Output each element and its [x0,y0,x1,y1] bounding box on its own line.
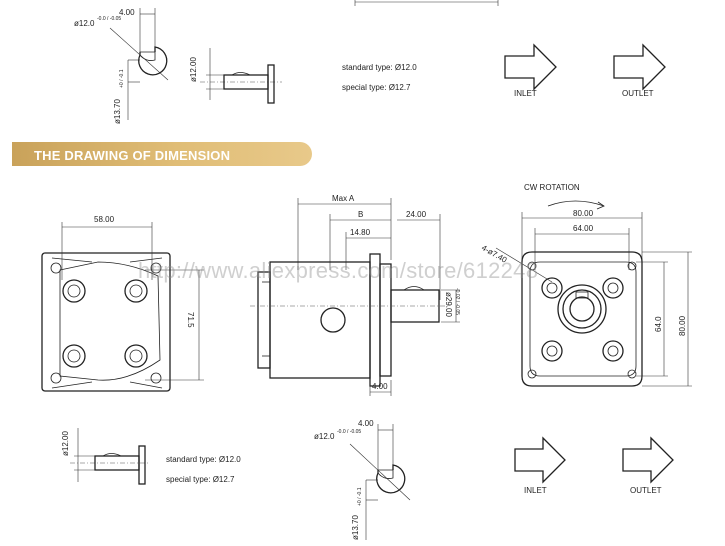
bottom-outlet-arrow [622,436,674,484]
store-watermark: http://www.aliexpress.com/store/612248 [138,258,539,283]
section-banner: THE DRAWING OF DIMENSION [12,142,312,166]
bottom-standard-type-note: standard type: Ø12.0 [166,455,241,464]
rear-inner-width-label: 64.00 [573,224,594,233]
top-key-width-label: 4.00 [119,8,135,17]
bottom-inlet-label: INLET [524,486,547,495]
top-key-diameter-tolerance: -0.0 / -0.05 [97,16,122,22]
bottom-key-height-label: ø13.70 [351,515,360,540]
bottom-shaft-side [70,428,150,485]
side-b-label: B [358,210,364,219]
side-shaft-diameter-tolerance: -0.02 / -0.05 [454,288,460,315]
side-shaft-length-label: 24.00 [406,210,427,219]
top-cutoff-dimension [354,0,499,6]
top-inlet-label: INLET [514,89,537,98]
top-key-diameter-label: ø12.0 [74,19,95,28]
side-max-a-label: Max A [332,194,355,203]
bottom-key-diameter-tolerance: -0.0 / -0.05 [337,429,362,435]
top-shaft-side [200,48,282,104]
bottom-key-detail [349,424,411,540]
rear-rotation-label: CW ROTATION [524,183,580,192]
top-special-type-note: special type: Ø12.7 [342,83,411,92]
side-view [250,198,460,396]
top-inlet-arrow [504,43,557,91]
top-outlet-label: OUTLET [622,89,654,98]
front-height-label: 71.5 [186,312,195,328]
rear-inner-height-label: 64.0 [654,316,663,332]
bottom-inlet-arrow [514,436,566,484]
rear-outer-width-label: 80.00 [573,209,594,218]
rear-view [495,200,692,387]
top-key-height-label: ø13.70 [113,99,122,124]
top-key-detail [109,8,169,120]
section-banner-title: THE DRAWING OF DIMENSION [34,148,231,163]
top-standard-type-note: standard type: Ø12.0 [342,63,417,72]
bottom-key-diameter-label: ø12.0 [314,432,335,441]
rear-outer-height-label: 80.00 [678,315,687,336]
front-width-label: 58.00 [94,215,115,224]
top-shaft-diameter-label: ø12.00 [189,57,198,82]
bottom-key-width-label: 4.00 [358,419,374,428]
bottom-key-height-tolerance: +0 / -0.1 [357,487,363,506]
bottom-shaft-diameter-label: ø12.00 [61,431,70,456]
top-outlet-arrow [613,43,666,91]
bottom-outlet-label: OUTLET [630,486,662,495]
side-flange-thickness-label: 4.00 [372,382,388,391]
front-view [41,222,204,392]
top-key-height-tolerance: +0 / -0.1 [119,69,125,88]
side-shaft-diameter-label: ø29.00 [444,292,453,317]
bottom-special-type-note: special type: Ø12.7 [166,475,235,484]
side-b-length-label: 14.80 [350,228,371,237]
